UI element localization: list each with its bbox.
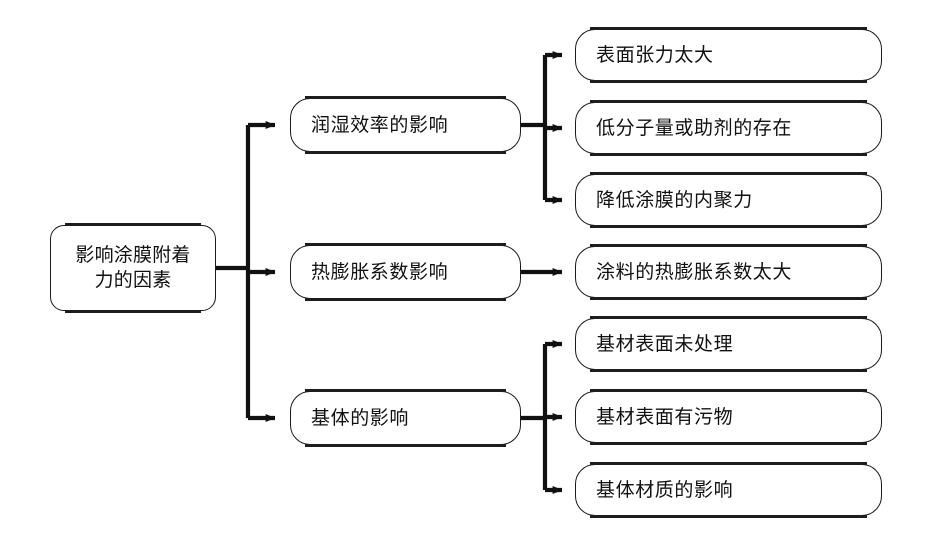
node-leaf-surface-tension-label: 表面张力太大	[596, 43, 714, 66]
node-leaf-substrate-untreated[interactable]: 基材表面未处理	[575, 315, 882, 373]
edges-branch1	[521, 55, 548, 200]
node-leaf-low-molecular-weight-label: 低分子量或助剂的存在	[596, 116, 793, 139]
node-leaf-coating-cte-too-large-label: 涂料的热膨胀系数太大	[596, 260, 793, 283]
node-leaf-reduced-cohesion[interactable]: 降低涂膜的内聚力	[575, 171, 882, 229]
edges-branch3	[521, 344, 548, 490]
edges-level1-arrows	[248, 121, 276, 422]
node-leaf-low-molecular-weight[interactable]: 低分子量或助剂的存在	[575, 99, 882, 157]
node-branch-substrate-label: 基体的影响	[311, 406, 410, 429]
node-branch-substrate[interactable]: 基体的影响	[290, 388, 521, 448]
node-leaf-substrate-contaminated-label: 基材表面有污物	[596, 405, 734, 428]
node-leaf-surface-tension[interactable]: 表面张力太大	[575, 26, 882, 84]
node-leaf-substrate-contaminated[interactable]: 基材表面有污物	[575, 388, 882, 446]
edges-branch3-arrows	[545, 340, 563, 494]
edges-branch1-arrows	[545, 51, 563, 204]
node-leaf-substrate-material-label: 基体材质的影响	[596, 478, 734, 501]
node-branch-thermal-expansion-label: 热膨胀系数影响	[311, 260, 449, 283]
node-branch-thermal-expansion[interactable]: 热膨胀系数影响	[290, 242, 521, 302]
node-root-label: 影响涂膜附着 力的因素	[75, 244, 191, 291]
node-leaf-substrate-material[interactable]: 基体材质的影响	[575, 461, 882, 519]
node-root[interactable]: 影响涂膜附着 力的因素	[50, 222, 216, 314]
node-leaf-coating-cte-too-large[interactable]: 涂料的热膨胀系数太大	[575, 243, 882, 301]
node-branch-wetting-efficiency-label: 润湿效率的影响	[311, 113, 449, 136]
node-leaf-substrate-untreated-label: 基材表面未处理	[596, 332, 734, 355]
edge-root-trunk	[216, 125, 251, 418]
node-leaf-reduced-cohesion-label: 降低涂膜的内聚力	[596, 188, 753, 211]
node-branch-wetting-efficiency[interactable]: 润湿效率的影响	[290, 95, 521, 155]
